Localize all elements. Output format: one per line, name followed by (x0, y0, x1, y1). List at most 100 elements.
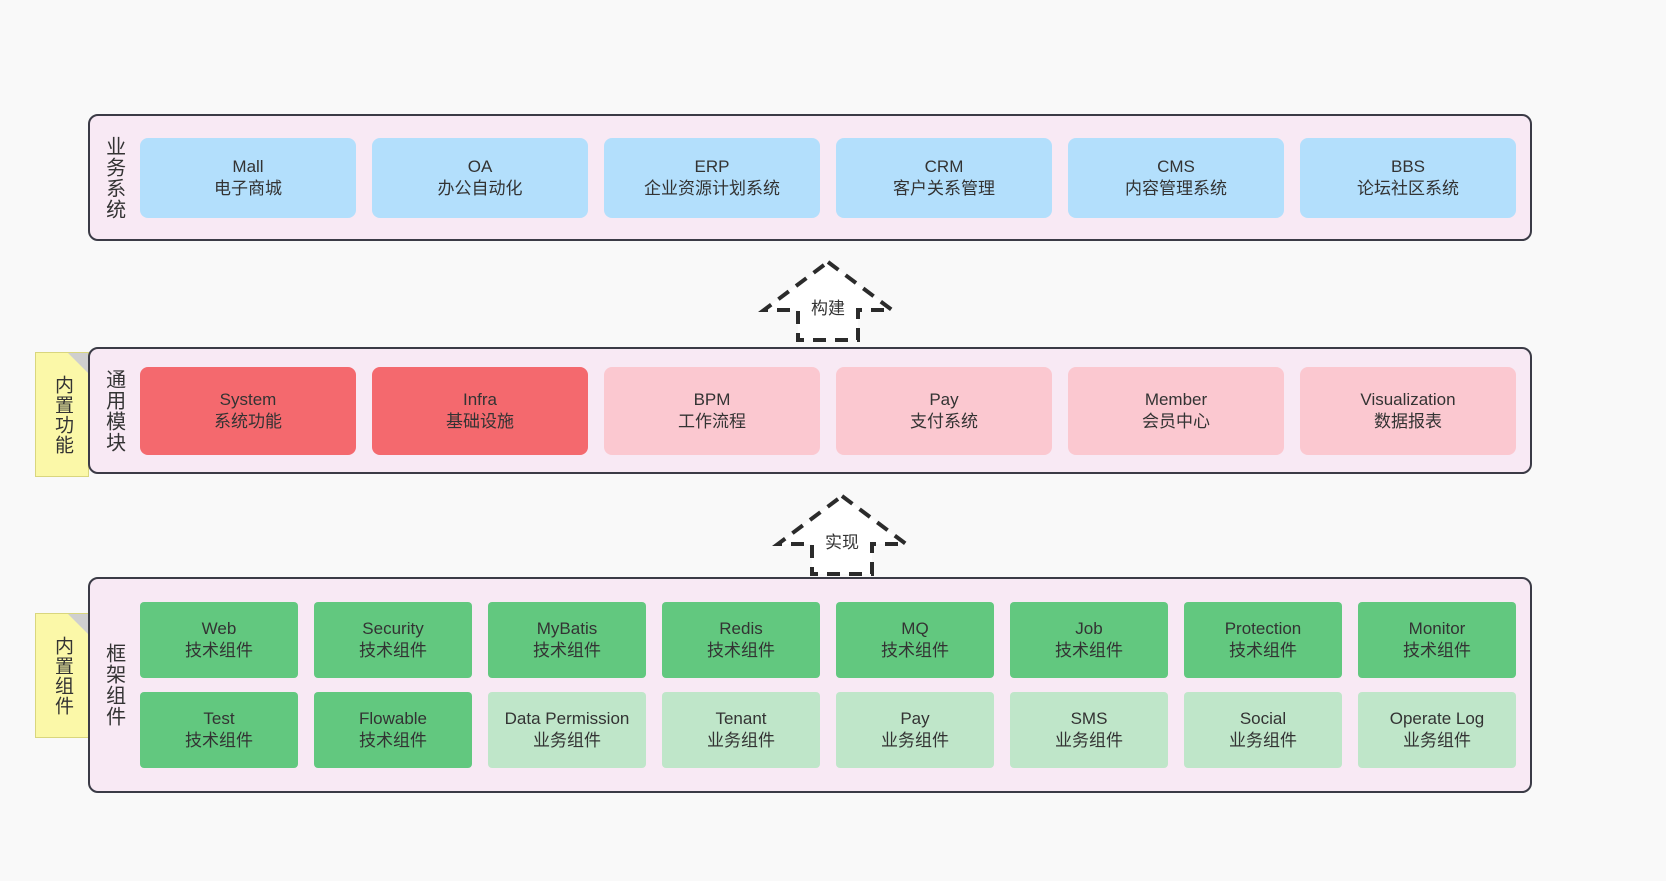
row-business-apps: Mall 电子商城 OA 办公自动化 ERP 企业资源计划系统 CRM 客户关系… (140, 137, 1516, 218)
card-subtitle: 技术组件 (185, 731, 253, 750)
card-subtitle: 企业资源计划系统 (644, 178, 780, 198)
card-bpm[interactable]: BPM 工作流程 (604, 366, 820, 455)
layer-title-business-system: 业务系统 (102, 135, 125, 220)
card-redis[interactable]: Redis 技术组件 (662, 602, 820, 678)
note-builtin-component: 内置组件 (35, 613, 89, 738)
card-title: CRM (924, 156, 964, 176)
card-security[interactable]: Security 技术组件 (314, 602, 472, 678)
card-protection[interactable]: Protection 技术组件 (1184, 602, 1342, 678)
card-subtitle: 数据报表 (1374, 411, 1442, 431)
card-subtitle: 内容管理系统 (1125, 178, 1227, 198)
card-title: BBS (1390, 156, 1426, 176)
layer-framework-component: 框架组件 Web 技术组件 Security 技术组件 MyBatis 技术组件… (88, 577, 1532, 793)
card-test[interactable]: Test 技术组件 (140, 692, 298, 768)
card-member[interactable]: Member 会员中心 (1068, 366, 1284, 455)
card-visualization[interactable]: Visualization 数据报表 (1300, 366, 1516, 455)
card-operate-log[interactable]: Operate Log 业务组件 (1358, 692, 1516, 768)
note-label: 内置功能 (52, 374, 74, 455)
card-title: Job (1075, 619, 1103, 639)
card-data-permission[interactable]: Data Permission 业务组件 (488, 692, 646, 768)
card-tenant[interactable]: Tenant 业务组件 (662, 692, 820, 768)
card-title: Visualization (1360, 389, 1456, 409)
card-subtitle: 支付系统 (910, 411, 978, 431)
card-title: System (219, 389, 277, 409)
card-subtitle: 业务组件 (881, 731, 949, 750)
card-title: MQ (901, 619, 929, 639)
card-title: Pay (929, 389, 959, 409)
layer-body-business-system: Mall 电子商城 OA 办公自动化 ERP 企业资源计划系统 CRM 客户关系… (136, 116, 1530, 239)
card-subtitle: 技术组件 (359, 731, 427, 750)
card-subtitle: 电子商城 (214, 178, 282, 198)
card-subtitle: 业务组件 (1229, 731, 1297, 750)
card-title: Protection (1224, 619, 1302, 639)
card-pay-component[interactable]: Pay 业务组件 (836, 692, 994, 768)
card-title: Data Permission (504, 709, 630, 729)
card-title: MyBatis (536, 619, 598, 639)
card-subtitle: 技术组件 (533, 641, 601, 660)
card-monitor[interactable]: Monitor 技术组件 (1358, 602, 1516, 678)
note-label: 内置组件 (52, 635, 74, 716)
card-title: BPM (693, 389, 731, 409)
card-pay[interactable]: Pay 支付系统 (836, 366, 1052, 455)
card-subtitle: 论坛社区系统 (1357, 178, 1459, 198)
card-title: Monitor (1408, 619, 1466, 639)
card-title: ERP (694, 156, 730, 176)
card-social[interactable]: Social 业务组件 (1184, 692, 1342, 768)
card-system[interactable]: System 系统功能 (140, 366, 356, 455)
card-erp[interactable]: ERP 企业资源计划系统 (604, 137, 820, 218)
row-common-modules: System 系统功能 Infra 基础设施 BPM 工作流程 Pay 支付系统… (140, 366, 1516, 455)
layer-body-common-module: System 系统功能 Infra 基础设施 BPM 工作流程 Pay 支付系统… (136, 349, 1530, 472)
card-mq[interactable]: MQ 技术组件 (836, 602, 994, 678)
row-business-components: Test 技术组件 Flowable 技术组件 Data Permission … (140, 692, 1516, 768)
card-subtitle: 系统功能 (214, 411, 282, 431)
card-subtitle: 技术组件 (1055, 641, 1123, 660)
card-subtitle: 业务组件 (1055, 731, 1123, 750)
card-oa[interactable]: OA 办公自动化 (372, 137, 588, 218)
card-title: Redis (719, 619, 763, 639)
card-subtitle: 技术组件 (881, 641, 949, 660)
note-fold-icon (68, 353, 88, 373)
implement-arrow: 实现 (772, 492, 912, 578)
layer-common-module: 通用模块 System 系统功能 Infra 基础设施 BPM 工作流程 Pay… (88, 347, 1532, 474)
card-crm[interactable]: CRM 客户关系管理 (836, 137, 1052, 218)
card-title: OA (467, 156, 493, 176)
card-subtitle: 技术组件 (707, 641, 775, 660)
card-web[interactable]: Web 技术组件 (140, 602, 298, 678)
card-subtitle: 办公自动化 (437, 178, 523, 198)
card-mall[interactable]: Mall 电子商城 (140, 137, 356, 218)
card-subtitle: 会员中心 (1142, 411, 1210, 431)
card-infra[interactable]: Infra 基础设施 (372, 366, 588, 455)
card-title: Infra (462, 389, 498, 409)
card-title: Operate Log (1389, 709, 1485, 729)
card-subtitle: 技术组件 (185, 641, 253, 660)
card-title: Test (203, 709, 235, 729)
card-title: Pay (900, 709, 930, 729)
card-title: Mall (232, 156, 264, 176)
card-title: Social (1239, 709, 1287, 729)
card-title: CMS (1157, 156, 1195, 176)
card-sms[interactable]: SMS 业务组件 (1010, 692, 1168, 768)
card-subtitle: 技术组件 (1403, 641, 1471, 660)
card-subtitle: 工作流程 (678, 411, 746, 431)
card-mybatis[interactable]: MyBatis 技术组件 (488, 602, 646, 678)
card-subtitle: 技术组件 (1229, 641, 1297, 660)
card-subtitle: 客户关系管理 (893, 178, 995, 198)
build-arrow: 构建 (758, 258, 898, 344)
card-title: SMS (1070, 709, 1108, 729)
note-fold-icon (68, 614, 88, 634)
card-job[interactable]: Job 技术组件 (1010, 602, 1168, 678)
card-subtitle: 业务组件 (1403, 731, 1471, 750)
card-subtitle: 业务组件 (533, 731, 601, 750)
card-subtitle: 基础设施 (446, 411, 514, 431)
card-title: Security (362, 619, 424, 639)
card-cms[interactable]: CMS 内容管理系统 (1068, 137, 1284, 218)
card-subtitle: 业务组件 (707, 731, 775, 750)
card-bbs[interactable]: BBS 论坛社区系统 (1300, 137, 1516, 218)
layer-title-framework-component: 框架组件 (102, 643, 125, 727)
card-title: Flowable (358, 709, 428, 729)
card-flowable[interactable]: Flowable 技术组件 (314, 692, 472, 768)
card-subtitle: 技术组件 (359, 641, 427, 660)
row-tech-components: Web 技术组件 Security 技术组件 MyBatis 技术组件 Redi… (140, 602, 1516, 678)
layer-title-common-module: 通用模块 (102, 368, 125, 453)
